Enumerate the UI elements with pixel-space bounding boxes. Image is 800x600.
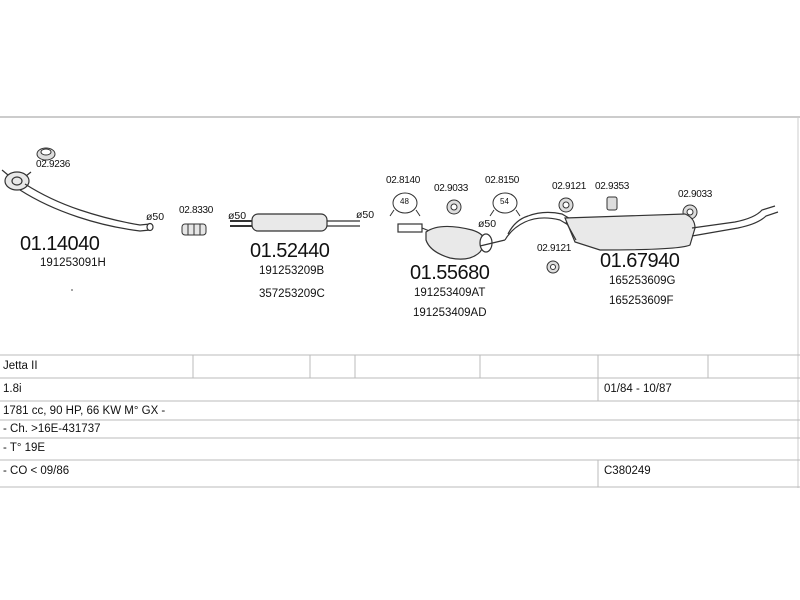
diameter-label: ø50 <box>228 210 247 222</box>
engine-size: 1.8i <box>3 383 22 395</box>
part-number: 01.55680 <box>410 262 490 284</box>
diameter-label: ø50 <box>146 211 165 223</box>
oem-number: 191253409AT <box>414 287 486 299</box>
rear-silencer <box>504 205 779 251</box>
production-dates: 01/84 - 10/87 <box>604 383 672 395</box>
accessory-label: 02.9236 <box>36 159 71 170</box>
accessory-label: 02.8330 <box>179 205 214 216</box>
accessory-label: 02.9033 <box>434 183 469 194</box>
accessory-label: 02.9033 <box>678 189 713 200</box>
stray-mark <box>71 289 73 291</box>
front-silencer <box>230 213 360 232</box>
diameter-label: ø50 <box>356 209 375 221</box>
accessory-label: 02.9353 <box>595 181 630 192</box>
rubber-mount-icon <box>546 260 560 274</box>
center-silencer <box>397 223 506 260</box>
rubber-mount-icon <box>558 197 574 213</box>
type-code: - T° 19E <box>3 442 46 454</box>
oem-number: 165253609F <box>609 295 674 307</box>
oem-number: 165253609G <box>609 275 676 287</box>
accessory-label: 02.9121 <box>537 243 572 254</box>
connector-icon <box>181 223 207 236</box>
oem-number: 191253091H <box>40 257 106 269</box>
catalog-ref: C380249 <box>604 465 651 477</box>
table-lines <box>0 354 800 488</box>
gasket-icon <box>36 147 56 161</box>
clamp-icon <box>389 192 421 217</box>
oem-number: 357253209C <box>259 288 325 300</box>
accessory-label: 02.8140 <box>386 175 421 186</box>
engine-spec: 1781 cc, 90 HP, 66 KW M° GX - <box>3 405 166 417</box>
part-number: 01.14040 <box>20 233 100 255</box>
part-number: 01.67940 <box>600 250 680 272</box>
accessory-label: 02.8150 <box>485 175 520 186</box>
clamp-size-label: 48 <box>400 197 409 206</box>
diameter-label: ø50 <box>478 218 497 230</box>
vehicle-model: Jetta II <box>3 360 38 372</box>
front-pipe <box>1 169 154 232</box>
chassis-number: - Ch. >16E-431737 <box>3 423 101 435</box>
oem-number: 191253409AD <box>413 307 487 319</box>
part-number: 01.52440 <box>250 240 330 262</box>
bracket-icon <box>606 196 618 211</box>
rubber-mount-icon <box>446 199 462 215</box>
accessory-label: 02.9121 <box>552 181 587 192</box>
clamp-size-label: 54 <box>500 197 509 206</box>
oem-number: 191253209B <box>259 265 325 277</box>
co-note: - CO < 09/86 <box>3 465 70 477</box>
clamp-icon <box>489 192 521 217</box>
